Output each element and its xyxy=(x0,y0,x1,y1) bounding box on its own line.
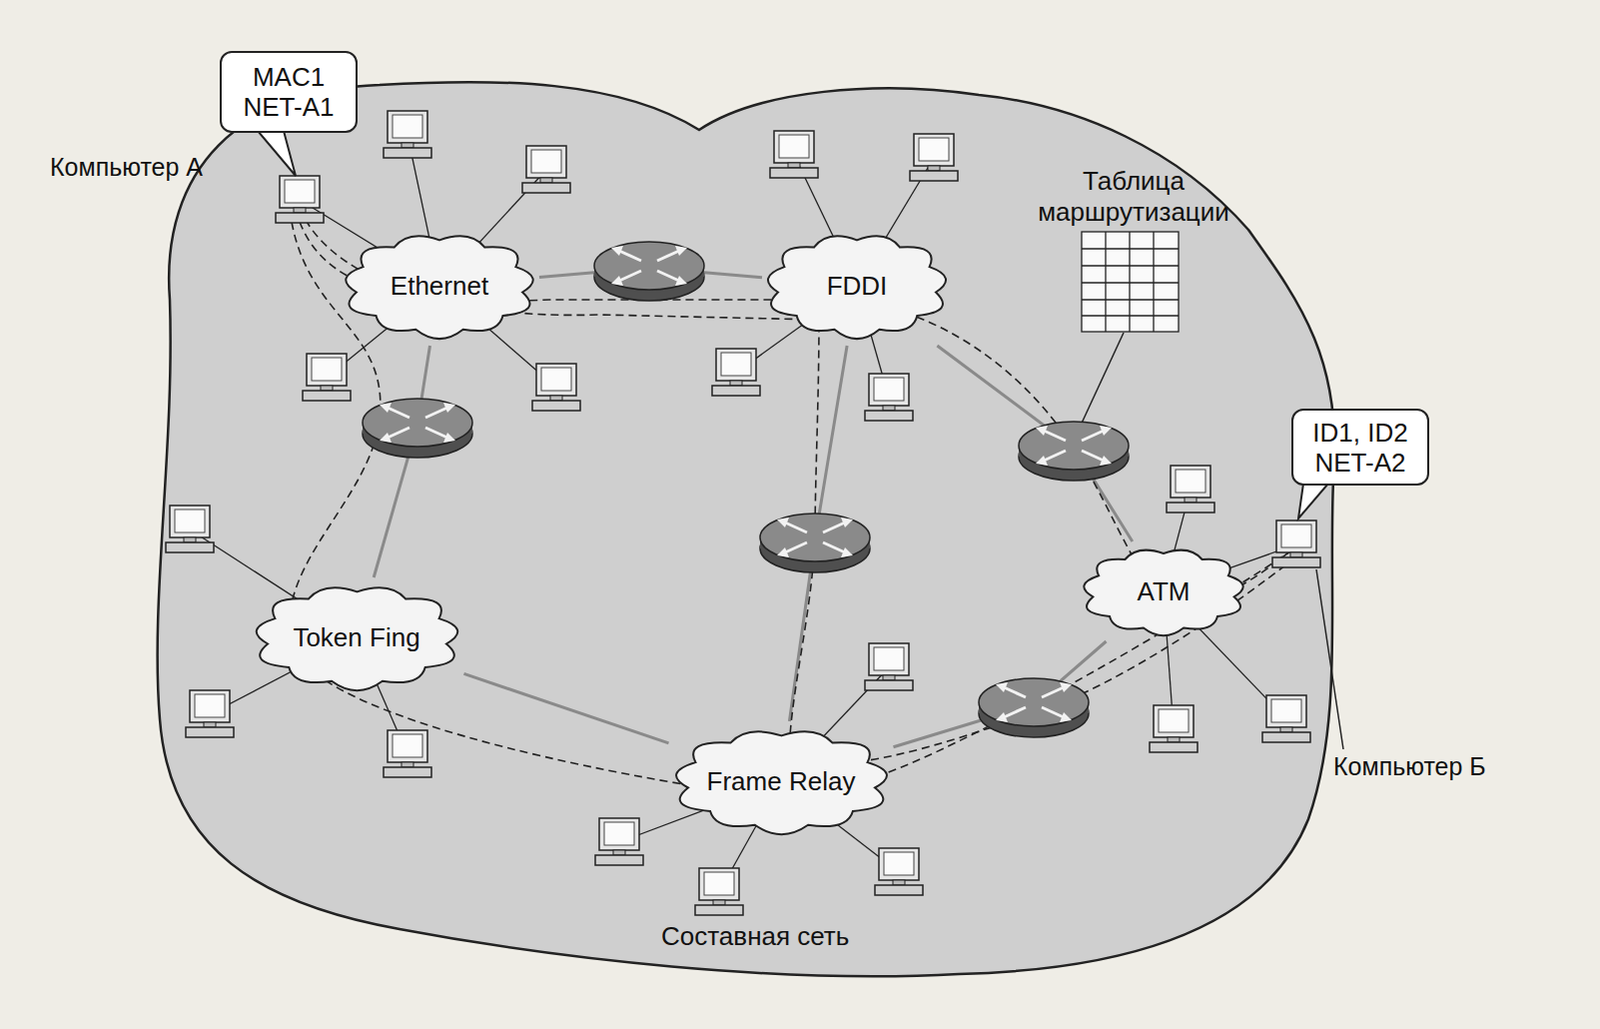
router xyxy=(1018,421,1129,481)
computer xyxy=(383,730,432,778)
cloud-outline xyxy=(676,731,887,834)
computer xyxy=(302,353,351,401)
callout-text: MAC1 NET-A1 xyxy=(229,61,348,122)
cloud-outline xyxy=(1083,550,1243,637)
cloud-outline xyxy=(255,587,458,691)
computer-label: Компьютер Б xyxy=(1333,751,1487,782)
network-link xyxy=(936,345,1132,542)
table-grid xyxy=(1081,231,1179,332)
computer xyxy=(864,373,913,421)
address-callout: MAC1 NET-A1 xyxy=(219,50,358,133)
cloud-outline xyxy=(345,235,533,339)
callout-tail xyxy=(257,130,296,176)
subnet-cloud: Frame Relay xyxy=(669,721,894,841)
subnet-cloud: FDDI xyxy=(762,225,952,346)
network-link xyxy=(893,641,1107,748)
computer-label: Компьютер А xyxy=(49,151,203,182)
router xyxy=(594,241,705,301)
computer xyxy=(1262,695,1311,743)
region-title: Составная сеть xyxy=(661,920,849,951)
subnet-name: Frame Relay xyxy=(707,766,856,797)
routing-table-icon xyxy=(1081,231,1179,332)
computer xyxy=(770,130,818,178)
computer xyxy=(909,133,958,181)
network-link xyxy=(464,673,670,744)
computer xyxy=(712,348,761,396)
computer xyxy=(864,643,913,691)
router xyxy=(978,678,1089,738)
computer xyxy=(165,505,214,553)
routing-table-label: Таблица маршрутизации xyxy=(1008,165,1259,228)
subnet-name: Ethernet xyxy=(390,270,489,301)
route-dashed xyxy=(305,219,1299,765)
subnet-cloud: Token Fing xyxy=(249,577,465,698)
computer xyxy=(1166,465,1215,513)
computer xyxy=(595,817,644,865)
router xyxy=(760,513,870,573)
route-paths xyxy=(288,219,1299,800)
computer-cables xyxy=(189,134,1297,892)
subnet-name: FDDI xyxy=(826,270,888,301)
leader-line xyxy=(1078,332,1124,430)
network-link xyxy=(373,345,430,578)
computer xyxy=(874,847,923,895)
internetwork-fill xyxy=(157,81,1336,976)
subnet-cloud: Ethernet xyxy=(339,225,540,346)
leader-line xyxy=(1316,569,1344,750)
router xyxy=(362,398,473,458)
computer xyxy=(275,175,324,223)
subnet-name: ATM xyxy=(1137,576,1191,607)
computer xyxy=(1272,520,1321,568)
cloud-outline xyxy=(768,235,946,339)
address-callout: ID1, ID2 NET-A2 xyxy=(1291,408,1430,486)
computer xyxy=(383,110,432,158)
route-dashed xyxy=(288,221,1291,800)
region-border xyxy=(157,81,1336,976)
callout-tail xyxy=(1298,483,1329,519)
subnet-cloud: ATM xyxy=(1078,541,1249,642)
computer xyxy=(185,690,234,738)
computer xyxy=(695,867,744,915)
callout-text: ID1, ID2 NET-A2 xyxy=(1301,417,1420,478)
computer xyxy=(532,363,581,411)
computer xyxy=(522,145,571,193)
subnet-name: Token Fing xyxy=(292,622,420,653)
computer xyxy=(1149,705,1198,753)
table-frame xyxy=(1081,231,1179,332)
